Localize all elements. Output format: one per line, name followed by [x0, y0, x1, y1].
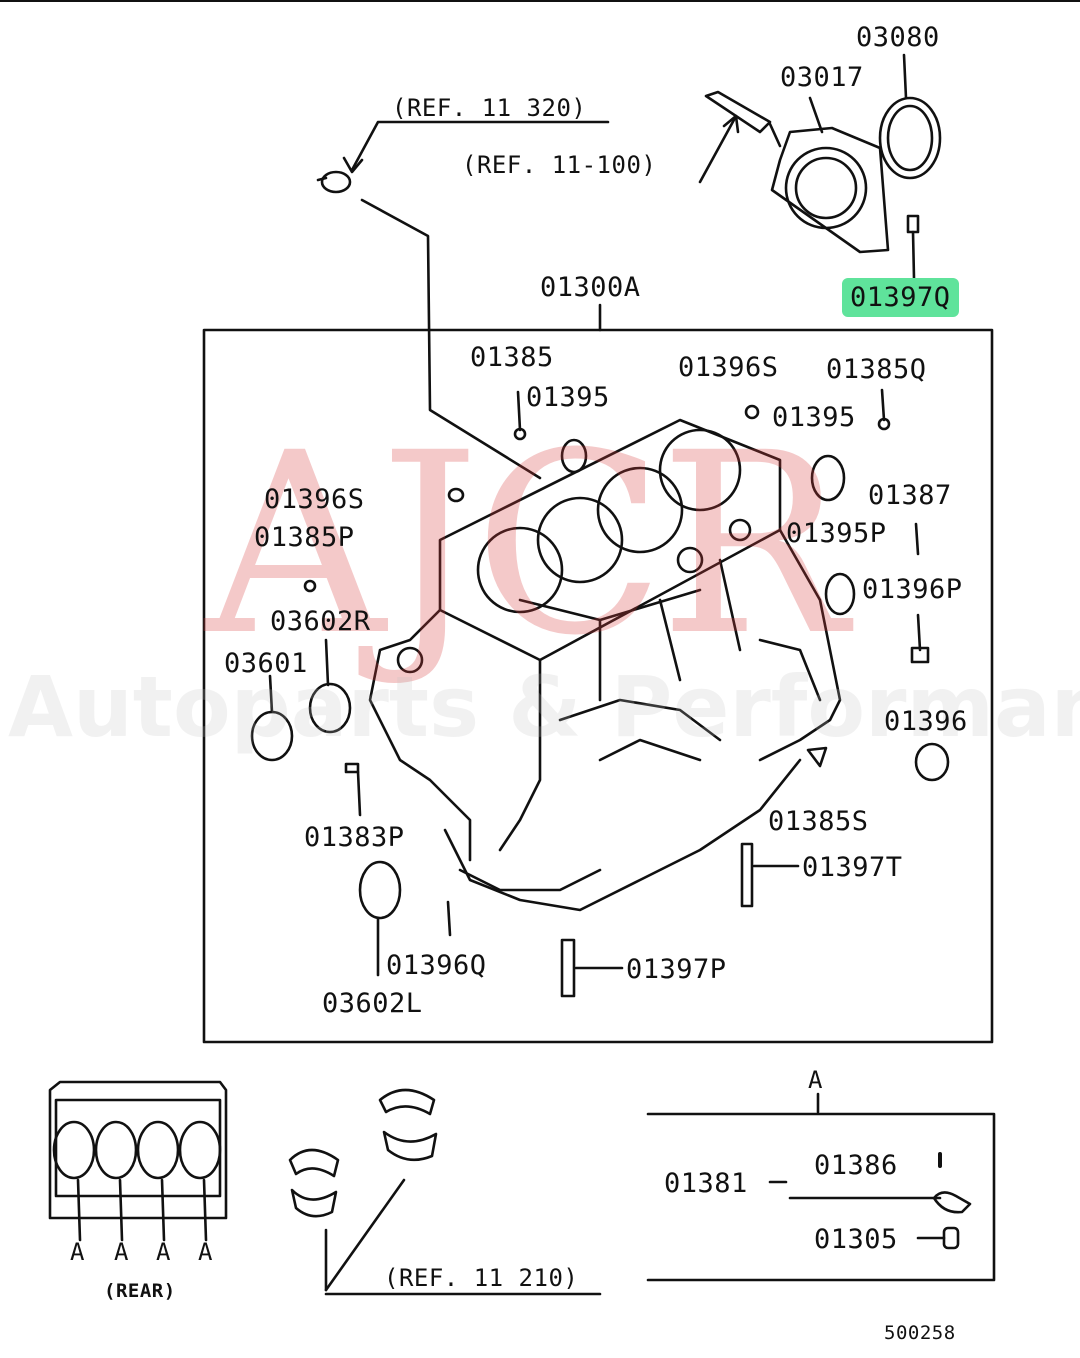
- part-label-01396p: 01396P: [862, 574, 963, 605]
- rear-a-label-3: A: [156, 1238, 171, 1266]
- part-label-01386: 01386: [814, 1150, 898, 1181]
- part-label-01396: 01396: [884, 706, 968, 737]
- part-label-01395-left: 01395: [526, 382, 610, 413]
- part-label-01305: 01305: [814, 1224, 898, 1255]
- part-label-03602l: 03602L: [322, 988, 423, 1019]
- watermark-text: Autoparts & Performance: [8, 658, 1080, 756]
- part-label-01396s-left: 01396S: [264, 484, 365, 515]
- ref-label-11-210: (REF. 11 210): [384, 1264, 579, 1292]
- engine-block-drawing: [368, 418, 842, 912]
- part-label-03080: 03080: [856, 22, 940, 53]
- part-label-01385q: 01385Q: [826, 354, 927, 385]
- part-label-03602r: 03602R: [270, 606, 371, 637]
- ref-label-11-100: (REF. 11-100): [462, 151, 657, 179]
- part-label-01396s-top: 01396S: [678, 352, 779, 383]
- part-label-01385p: 01385P: [254, 522, 355, 553]
- bearing-shells-drawing: [288, 1088, 602, 1296]
- ref-label-11-320: (REF. 11 320): [392, 94, 587, 122]
- main-assembly-frame: [202, 328, 994, 1044]
- part-label-01300a: 01300A: [540, 272, 641, 303]
- part-label-03601: 03601: [224, 648, 308, 679]
- watermark-logo: AJCR: [205, 399, 847, 690]
- part-label-01397p: 01397P: [626, 954, 727, 985]
- rear-a-label-2: A: [114, 1238, 129, 1266]
- part-label-01385: 01385: [470, 342, 554, 373]
- part-label-01381: 01381: [664, 1168, 748, 1199]
- part-label-01395p: 01395P: [786, 518, 887, 549]
- detail-a-label: A: [808, 1066, 823, 1094]
- part-label-01397t: 01397T: [802, 852, 903, 883]
- rear-a-label-1: A: [70, 1238, 85, 1266]
- rear-a-label-4: A: [198, 1238, 213, 1266]
- part-label-01396q: 01396Q: [386, 950, 487, 981]
- part-label-01385s: 01385S: [768, 806, 869, 837]
- part-label-03017: 03017: [780, 62, 864, 93]
- rear-view-label: (REAR): [104, 1280, 176, 1302]
- rear-view-drawing: [48, 1080, 228, 1242]
- part-label-01383p: 01383P: [304, 822, 405, 853]
- diagram-number: 500258: [884, 1322, 956, 1344]
- part-label-01387: 01387: [868, 480, 952, 511]
- detail-a-frame: [646, 1092, 996, 1282]
- part-label-01397q-highlighted: 01397Q: [842, 278, 959, 317]
- part-label-01395-right: 01395: [772, 402, 856, 433]
